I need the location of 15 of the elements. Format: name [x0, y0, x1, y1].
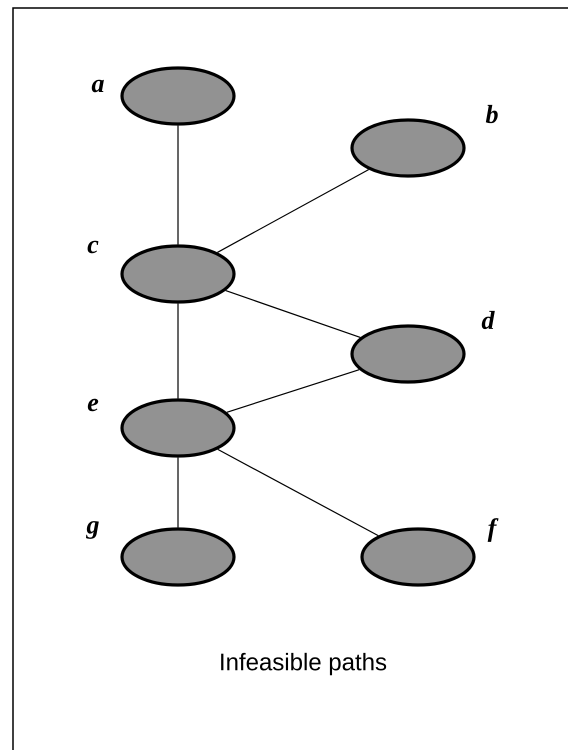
node-label: e	[88, 398, 98, 412]
node-label: f	[488, 518, 498, 542]
node-label: g	[86, 521, 99, 539]
connector-line	[218, 448, 378, 536]
connector-line	[177, 304, 179, 398]
connector-line	[177, 126, 179, 244]
node-label: a	[92, 80, 104, 92]
connector-line	[217, 169, 369, 253]
node-label: c	[88, 240, 98, 254]
connector-line	[177, 458, 179, 528]
connector-line	[226, 369, 360, 413]
caption: Infeasible paths	[221, 652, 386, 676]
node-label: b	[486, 104, 498, 124]
node-label: d	[482, 310, 495, 330]
connector-line	[226, 290, 360, 338]
